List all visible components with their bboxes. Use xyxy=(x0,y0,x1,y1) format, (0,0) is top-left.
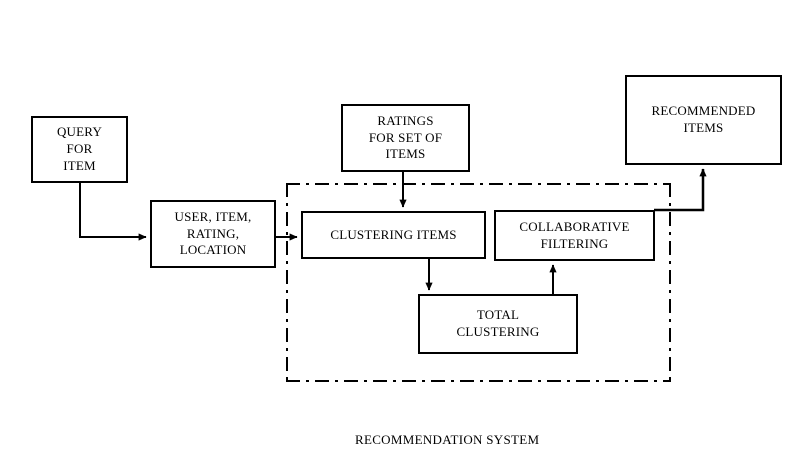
node-total-clustering-label: TOTAL CLUSTERING xyxy=(456,307,540,339)
node-collaborative-filtering-label: COLLABORATIVE FILTERING xyxy=(519,218,630,251)
node-clustering-items[interactable]: CLUSTERING ITEMS xyxy=(301,211,486,259)
node-query-for-item[interactable]: QUERY FOR ITEM xyxy=(31,116,128,183)
node-ratings-for-set-of-items-label: RATINGS FOR SET OF ITEMS xyxy=(368,112,443,162)
node-user-item-rating-location[interactable]: USER, ITEM, RATING, LOCATION xyxy=(150,200,276,268)
node-clustering-items-label: CLUSTERING ITEMS xyxy=(330,226,457,242)
node-recommended-items[interactable]: RECOMMENDED ITEMS xyxy=(625,75,782,165)
edge-collaborative-filtering-to-recommended-items xyxy=(654,168,707,212)
node-recommended-items-label: RECOMMENDED ITEMS xyxy=(651,103,756,135)
edge-query-to-user xyxy=(79,183,147,241)
diagram-caption: RECOMMENDATION SYSTEM xyxy=(355,432,540,447)
node-ratings-for-set-of-items[interactable]: RATINGS FOR SET OF ITEMS xyxy=(341,104,470,172)
node-total-clustering[interactable]: TOTAL CLUSTERING xyxy=(418,294,578,354)
node-user-item-rating-location-label: USER, ITEM, RATING, LOCATION xyxy=(174,208,252,258)
node-collaborative-filtering[interactable]: COLLABORATIVE FILTERING xyxy=(494,210,655,261)
node-query-for-item-label: QUERY FOR ITEM xyxy=(56,124,103,173)
